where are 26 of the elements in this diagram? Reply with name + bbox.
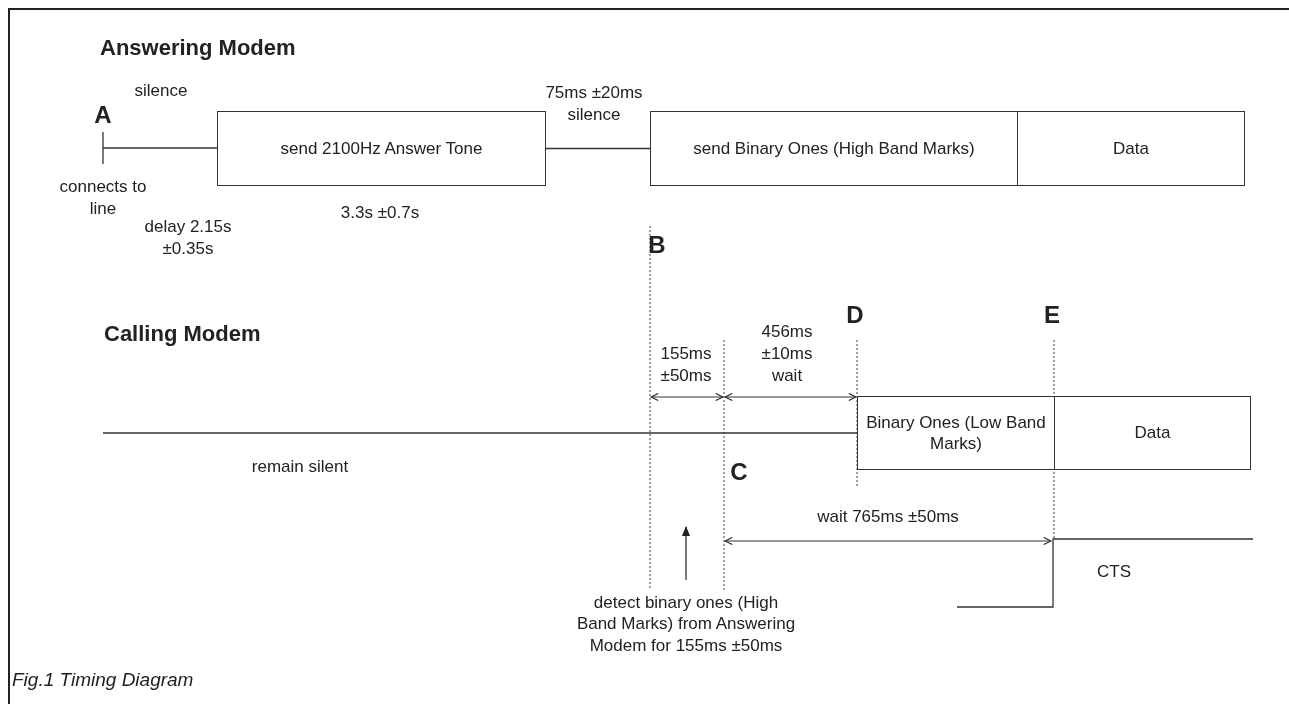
- signal-label: CTS: [1096, 561, 1132, 583]
- point-marker: E: [1043, 300, 1061, 330]
- duration-label: wait 765ms ±50ms: [816, 506, 960, 528]
- point-marker: A: [93, 100, 113, 130]
- process-box: send Binary Ones (High Band Marks): [650, 111, 1018, 186]
- process-box: Data: [1017, 111, 1245, 186]
- section-heading: Answering Modem: [100, 34, 297, 62]
- figure-caption: Fig.1 Timing Diagram: [12, 668, 194, 692]
- point-marker: C: [729, 457, 749, 487]
- state-label: silence: [133, 80, 189, 102]
- annotation-text: detect binary ones (High Band Marks) from Answering Modem for 155ms ±50ms: [576, 580, 796, 668]
- process-box: Binary Ones (Low Band Marks): [857, 396, 1055, 470]
- signal-line: [102, 432, 858, 434]
- leader-arrow: [681, 525, 691, 581]
- duration-label: 456ms ±10ms wait: [760, 321, 814, 388]
- signal-line: [102, 147, 218, 149]
- duration-label: 75ms ±20ms silence: [544, 82, 644, 127]
- section-heading: Calling Modem: [104, 320, 262, 348]
- state-label: remain silent: [250, 456, 350, 478]
- duration-label: 3.3s ±0.7s: [339, 202, 421, 224]
- process-box: send 2100Hz Answer Tone: [217, 111, 546, 186]
- process-box: Data: [1054, 396, 1251, 470]
- duration-label: 155ms ±50ms: [659, 343, 713, 388]
- point-marker: D: [845, 300, 865, 330]
- signal-line: [545, 147, 651, 150]
- point-marker: B: [647, 230, 667, 260]
